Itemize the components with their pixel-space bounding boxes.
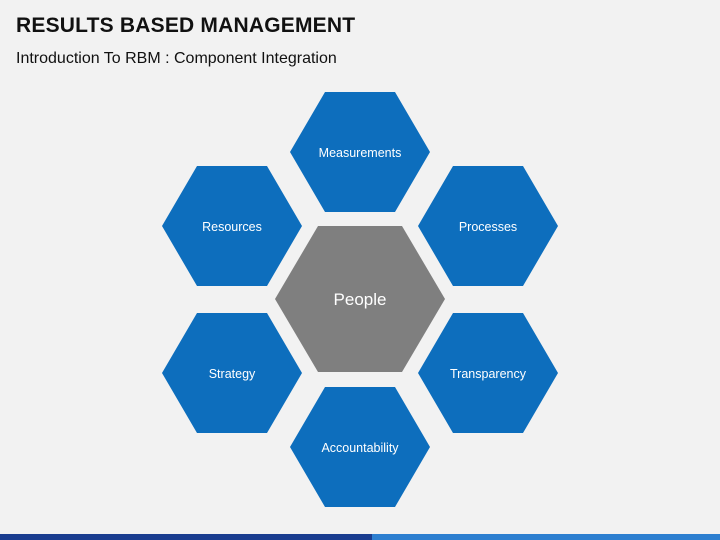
footer-bar-light bbox=[372, 534, 720, 540]
footer-accent-bar bbox=[0, 534, 720, 540]
hexagon-transparency-shape bbox=[418, 313, 558, 433]
hexagon-resources-label: Resources bbox=[202, 220, 262, 234]
hexagon-measurements: Measurements bbox=[290, 92, 430, 212]
hexagon-strategy-shape bbox=[162, 313, 302, 433]
hexagon-resources-shape bbox=[162, 166, 302, 286]
hexagon-resources: Resources bbox=[162, 166, 302, 286]
center-hexagon-label: People bbox=[334, 290, 387, 309]
hexagon-accountability: Accountability bbox=[290, 387, 430, 507]
hexagon-processes-label: Processes bbox=[459, 220, 517, 234]
center-hexagon-shape bbox=[275, 226, 445, 372]
hexagon-measurements-label: Measurements bbox=[319, 146, 402, 160]
hexagon-processes-shape bbox=[418, 166, 558, 286]
hexagon-measurements-shape bbox=[290, 92, 430, 212]
hexagon-accountability-shape bbox=[290, 387, 430, 507]
slide-subtitle: Introduction To RBM : Component Integrat… bbox=[16, 50, 337, 67]
hexagon-processes: Processes bbox=[418, 166, 558, 286]
slide-title: RESULTS BASED MANAGEMENT bbox=[16, 14, 356, 37]
hexagon-transparency: Transparency bbox=[418, 313, 558, 433]
hexagon-accountability-label: Accountability bbox=[321, 441, 399, 455]
hexagon-strategy-label: Strategy bbox=[209, 367, 256, 381]
footer-bar-dark bbox=[0, 534, 372, 540]
center-hexagon: People bbox=[275, 226, 445, 372]
hexagon-transparency-label: Transparency bbox=[450, 367, 527, 381]
hexagon-strategy: Strategy bbox=[162, 313, 302, 433]
